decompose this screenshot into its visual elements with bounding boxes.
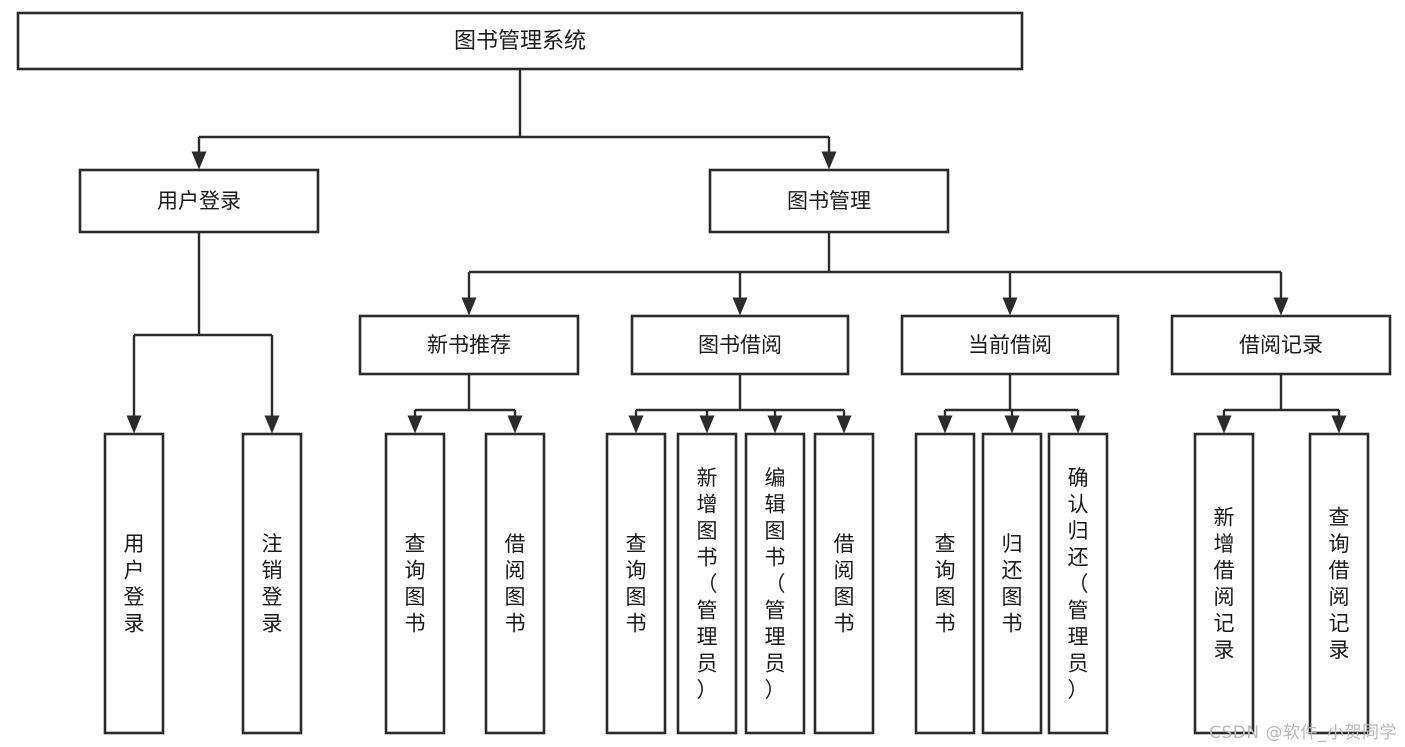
arrow-head-icon [628, 415, 644, 434]
arrow-head-icon [1216, 415, 1232, 434]
node-leaf-logout[interactable]: 注销登录 [241, 432, 303, 735]
node-box [605, 432, 667, 735]
node-box [241, 432, 303, 735]
node-box [1308, 432, 1370, 735]
node-leaf-add-book[interactable]: 新增图书（管理员） [676, 432, 738, 735]
node-box [384, 432, 446, 735]
node-label: 借阅图书 [505, 532, 526, 636]
node-leaf-confirm-return[interactable]: 确认归还（管理员） [1047, 432, 1109, 735]
node-box [1193, 432, 1255, 735]
node-leaf-query-book-3[interactable]: 查询图书 [914, 432, 976, 735]
arrow-head-icon [461, 297, 477, 316]
node-label: 图书借阅 [698, 333, 782, 357]
node-book-borrow[interactable]: 图书借阅 [630, 314, 850, 376]
node-new-book-rec[interactable]: 新书推荐 [358, 314, 580, 376]
node-label: 查询图书 [405, 532, 426, 636]
node-label: 确认归还（管理员） [1068, 466, 1089, 702]
arrow-head-icon [507, 415, 523, 434]
node-label: 查询借阅记录 [1329, 506, 1350, 663]
node-label: 当前借阅 [968, 333, 1052, 357]
node-box [676, 432, 738, 735]
node-user-login[interactable]: 用户登录 [78, 168, 320, 234]
node-box [708, 168, 950, 234]
node-box [744, 432, 806, 735]
node-label: 图书管理 [787, 189, 871, 213]
node-root[interactable]: 图书管理系统 [16, 11, 1024, 71]
node-box [358, 314, 580, 376]
node-label: 借阅记录 [1239, 333, 1323, 357]
arrow-head-icon [1273, 297, 1289, 316]
node-leaf-borrow-book-1[interactable]: 借阅图书 [484, 432, 546, 735]
node-box [981, 432, 1043, 735]
arrow-head-icon [767, 415, 783, 434]
node-book-manage[interactable]: 图书管理 [708, 168, 950, 234]
node-label: 编辑图书（管理员） [765, 466, 786, 702]
arrow-head-icon [1070, 415, 1086, 434]
arrow-head-icon [1331, 415, 1347, 434]
node-box [813, 432, 875, 735]
nodes-layer: 图书管理系统用户登录图书管理新书推荐图书借阅当前借阅借阅记录用户登录注销登录查询… [16, 11, 1392, 735]
node-box [630, 314, 850, 376]
arrow-head-icon [732, 297, 748, 316]
node-box [16, 11, 1024, 71]
node-box [1170, 314, 1392, 376]
arrow-head-icon [264, 415, 280, 434]
node-leaf-edit-book[interactable]: 编辑图书（管理员） [744, 432, 806, 735]
node-label: 图书管理系统 [454, 29, 586, 54]
arrow-head-icon [836, 415, 852, 434]
arrow-head-icon [1002, 297, 1018, 316]
node-box [914, 432, 976, 735]
node-box [484, 432, 546, 735]
node-leaf-query-book-1[interactable]: 查询图书 [384, 432, 446, 735]
edges-layer [126, 69, 1347, 434]
node-label: 注销登录 [262, 532, 283, 636]
node-leaf-add-record[interactable]: 新增借阅记录 [1193, 432, 1255, 735]
node-borrow-record[interactable]: 借阅记录 [1170, 314, 1392, 376]
node-box [78, 168, 320, 234]
node-box [1047, 432, 1109, 735]
node-box [900, 314, 1120, 376]
arrow-head-icon [937, 415, 953, 434]
node-label: 用户登录 [157, 189, 241, 213]
node-leaf-return-book[interactable]: 归还图书 [981, 432, 1043, 735]
arrow-head-icon [1004, 415, 1020, 434]
node-box [103, 432, 165, 735]
node-label: 查询图书 [626, 532, 647, 636]
node-label: 查询图书 [935, 532, 956, 636]
arrow-head-icon [126, 415, 142, 434]
node-label: 新书推荐 [427, 333, 511, 357]
arrow-head-icon [191, 151, 207, 170]
node-label: 新增图书（管理员） [697, 466, 718, 702]
node-label: 借阅图书 [834, 532, 855, 636]
node-label: 新增借阅记录 [1214, 506, 1235, 663]
node-label: 用户登录 [124, 532, 145, 636]
node-leaf-user-login[interactable]: 用户登录 [103, 432, 165, 735]
node-leaf-borrow-book-2[interactable]: 借阅图书 [813, 432, 875, 735]
node-current-borrow[interactable]: 当前借阅 [900, 314, 1120, 376]
node-leaf-query-book-2[interactable]: 查询图书 [605, 432, 667, 735]
arrow-head-icon [699, 415, 715, 434]
node-label: 归还图书 [1002, 532, 1023, 636]
node-leaf-query-record[interactable]: 查询借阅记录 [1308, 432, 1370, 735]
arrow-head-icon [407, 415, 423, 434]
arrow-head-icon [821, 151, 837, 170]
